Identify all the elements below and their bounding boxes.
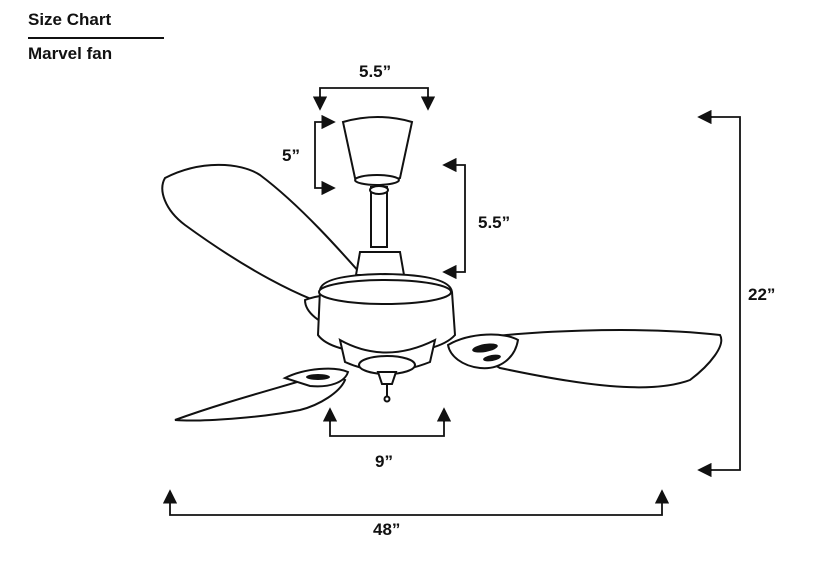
title-divider (28, 37, 164, 39)
canopy (341, 116, 414, 183)
dimension-lines (162, 87, 741, 516)
canopy-height-label: 5” (282, 146, 300, 165)
blade-right (452, 329, 723, 389)
product-name: Marvel fan (28, 44, 113, 63)
canopy-width-label: 5.5” (359, 62, 392, 81)
page-title: Size Chart (28, 10, 112, 29)
sweep-label: 48” (373, 520, 401, 539)
fan-drawing (161, 116, 723, 422)
downrod-length-label: 5.5” (478, 213, 511, 232)
motor-width-label: 9” (375, 452, 393, 471)
total-height-label: 22” (748, 285, 776, 304)
downrod (370, 186, 388, 248)
